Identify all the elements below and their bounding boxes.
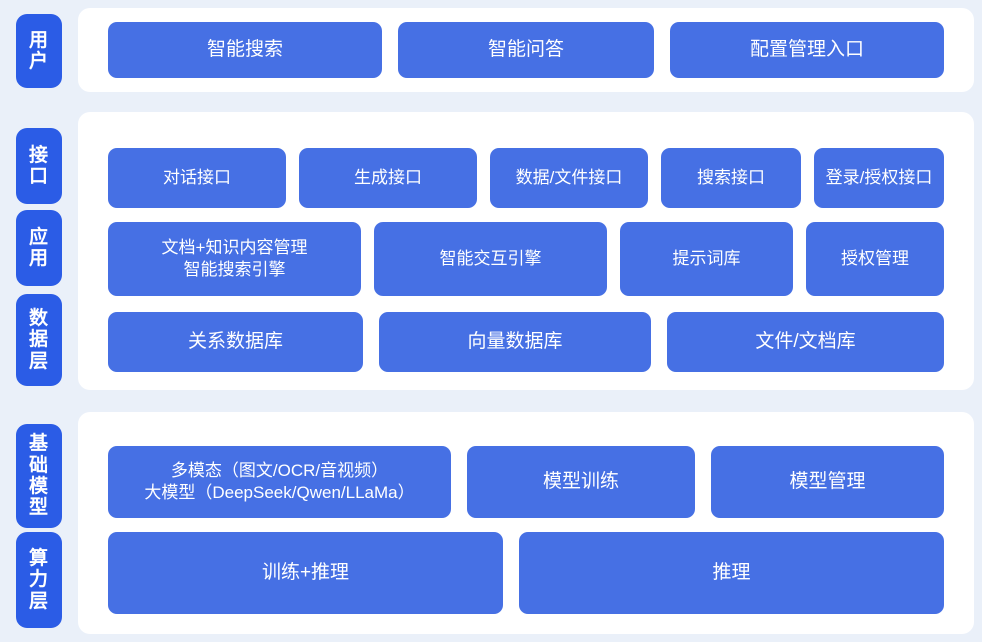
row-interface-layer: 对话接口 生成接口 数据/文件接口 搜索接口 登录/授权接口 xyxy=(108,148,944,208)
box-interaction-engine[interactable]: 智能交互引擎 xyxy=(374,222,607,296)
box-file-document-store[interactable]: 文件/文档库 xyxy=(667,312,944,372)
box-login-auth-api[interactable]: 登录/授权接口 xyxy=(814,148,944,208)
layer-tab-data: 数据层 xyxy=(16,294,62,386)
row-application-layer: 文档+知识内容管理 智能搜索引擎 智能交互引擎 提示词库 授权管理 xyxy=(108,222,944,296)
box-vector-database[interactable]: 向量数据库 xyxy=(379,312,651,372)
box-model-management[interactable]: 模型管理 xyxy=(711,446,944,518)
box-training-and-inference[interactable]: 训练+推理 xyxy=(108,532,503,614)
row-foundation-model-layer: 多模态（图文/OCR/音视频） 大模型（DeepSeek/Qwen/LLaMa）… xyxy=(108,446,944,518)
box-dialog-api[interactable]: 对话接口 xyxy=(108,148,286,208)
box-prompt-library[interactable]: 提示词库 xyxy=(620,222,793,296)
box-generation-api[interactable]: 生成接口 xyxy=(299,148,477,208)
box-model-training[interactable]: 模型训练 xyxy=(467,446,695,518)
layer-tab-interface: 接口 xyxy=(16,128,62,204)
box-multimodal-large-model[interactable]: 多模态（图文/OCR/音视频） 大模型（DeepSeek/Qwen/LLaMa） xyxy=(108,446,451,518)
box-intelligent-qa[interactable]: 智能问答 xyxy=(398,22,654,78)
box-search-api[interactable]: 搜索接口 xyxy=(661,148,801,208)
box-data-file-api[interactable]: 数据/文件接口 xyxy=(490,148,648,208)
row-user-layer: 智能搜索 智能问答 配置管理入口 xyxy=(108,22,944,78)
box-inference[interactable]: 推理 xyxy=(519,532,944,614)
layer-tab-user: 用户 xyxy=(16,14,62,88)
row-compute-layer: 训练+推理 推理 xyxy=(108,532,944,614)
box-doc-knowledge-management[interactable]: 文档+知识内容管理 智能搜索引擎 xyxy=(108,222,361,296)
box-intelligent-search[interactable]: 智能搜索 xyxy=(108,22,382,78)
layer-tab-foundation-model: 基础模型 xyxy=(16,424,62,528)
row-data-layer: 关系数据库 向量数据库 文件/文档库 xyxy=(108,312,944,372)
layer-tab-application: 应用 xyxy=(16,210,62,286)
box-config-management-entry[interactable]: 配置管理入口 xyxy=(670,22,944,78)
box-relational-database[interactable]: 关系数据库 xyxy=(108,312,363,372)
box-authorization-management[interactable]: 授权管理 xyxy=(806,222,944,296)
layer-tab-compute: 算力层 xyxy=(16,532,62,628)
